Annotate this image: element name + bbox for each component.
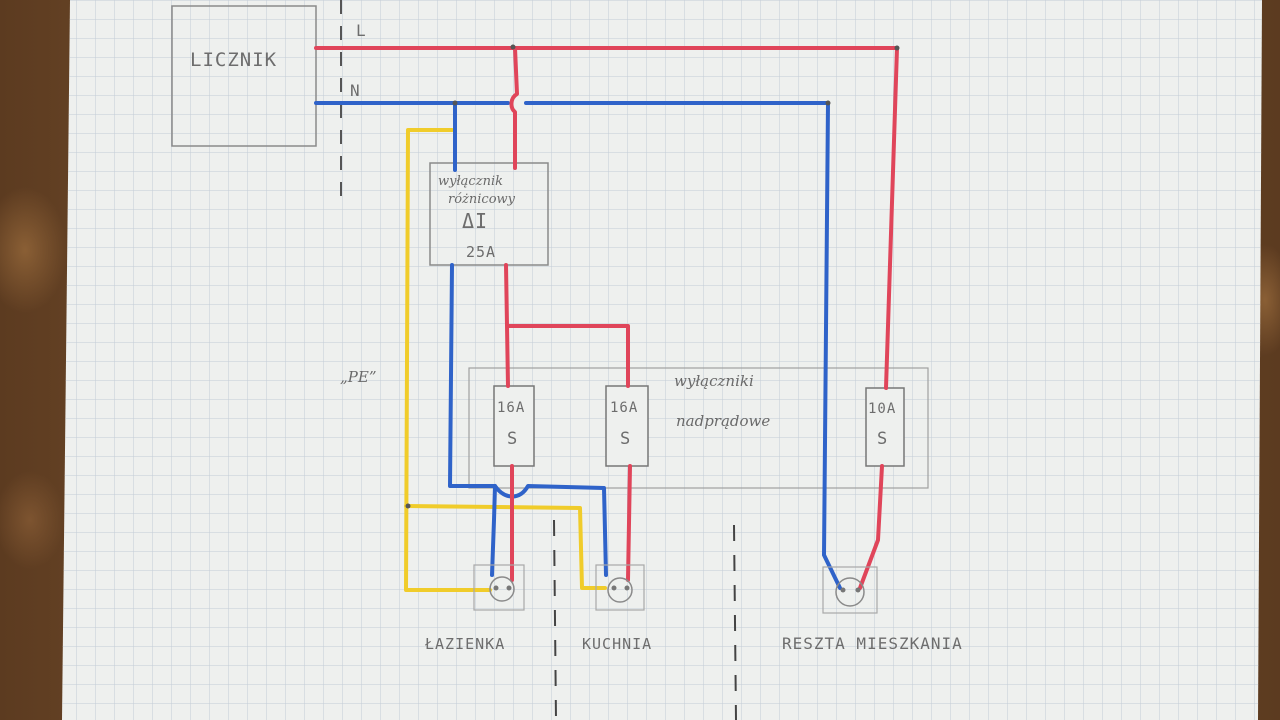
phase-breaker-2-to-kitchen — [626, 464, 632, 582]
breaker-2-type: S — [620, 429, 631, 449]
breaker-1-type: S — [507, 429, 518, 449]
neutral-wire-rest-of-flat — [453, 101, 842, 590]
phase-rcd-to-breaker-1 — [504, 263, 510, 388]
socket-bathroom — [473, 564, 525, 611]
pe-wire-bathroom — [404, 128, 492, 592]
socket-rest-of-flat — [822, 566, 878, 614]
room-label-rest-of-flat: RESZTA MIESZKANIA — [782, 634, 963, 653]
line-label-l: L — [356, 21, 367, 40]
phase-to-breaker-2 — [507, 324, 630, 388]
rcd-label-line1: wyłącznik — [438, 174, 503, 189]
mcb-group-label-line1: wyłączniki — [674, 372, 754, 390]
rcd-label-line2: różnicowy — [448, 192, 516, 207]
pe-label: „PE” — [340, 368, 376, 386]
mcb-group-label-line2: nadprądowe — [676, 412, 770, 430]
line-label-n: N — [350, 81, 361, 100]
wire-junctions — [405, 44, 900, 509]
breaker-1-rating: 16A — [497, 400, 525, 416]
phase-wire-to-rcd — [509, 46, 519, 170]
neutral-wires — [314, 101, 842, 590]
breaker-2-rating: 16A — [610, 400, 638, 416]
neutral-wire-kitchen — [493, 484, 608, 577]
room-label-bathroom: ŁAZIENKA — [424, 635, 505, 653]
phase-breaker-3-to-rest — [858, 464, 884, 590]
breaker-2-box — [605, 385, 649, 467]
meter-box — [171, 5, 317, 147]
socket-kitchen — [595, 564, 645, 611]
breaker-1-box — [493, 385, 535, 467]
room-label-kitchen: KUCHNIA — [582, 635, 652, 653]
breaker-3-type: S — [877, 429, 888, 449]
breaker-3-box — [865, 387, 905, 467]
breaker-3-rating: 10A — [868, 401, 896, 417]
room-separator-2 — [733, 524, 737, 720]
meter-label: LICZNIK — [190, 49, 277, 71]
rcd-rating: 25A — [466, 243, 496, 261]
graph-paper-grid — [62, 0, 1262, 720]
mcb-group-box — [468, 367, 929, 489]
rcd-box — [429, 162, 549, 266]
rcd-symbol: ΔI — [462, 209, 488, 233]
room-separator-1 — [553, 519, 557, 720]
